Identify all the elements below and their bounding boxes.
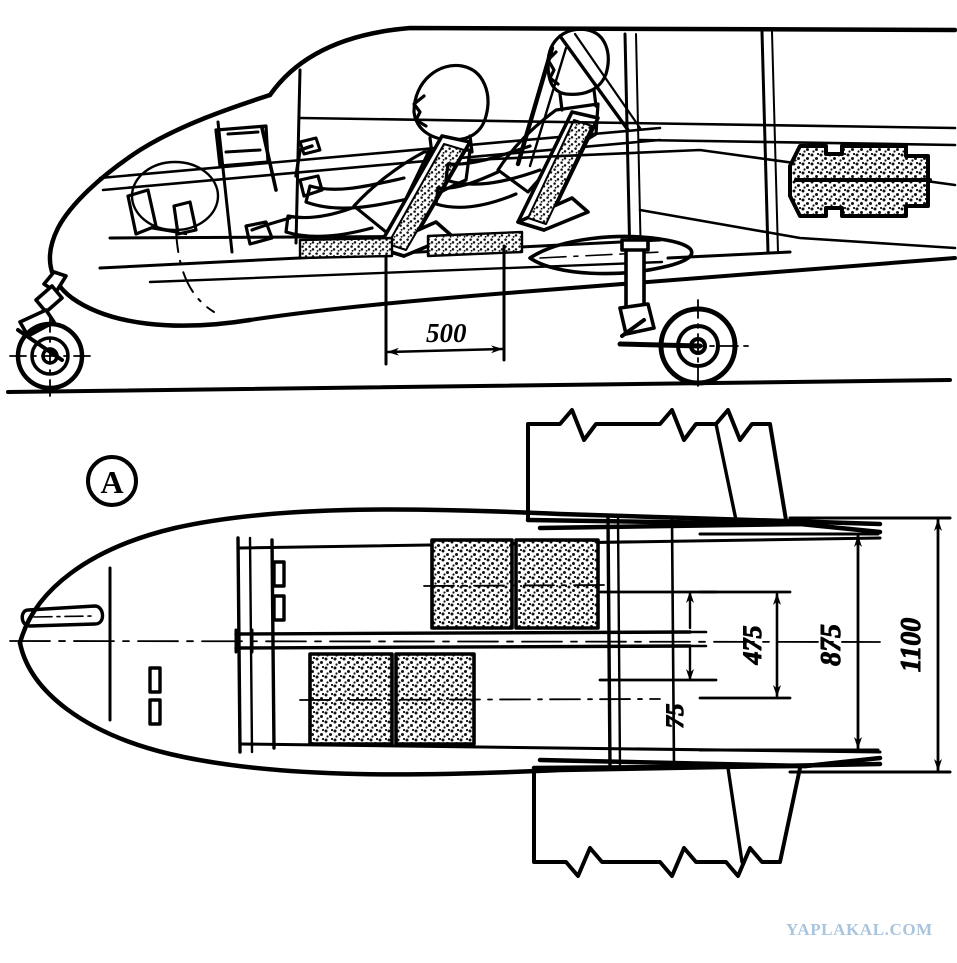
plan-station-4b bbox=[616, 516, 622, 770]
canopy-aft-frame bbox=[558, 34, 630, 132]
pilot-front-hand bbox=[298, 174, 324, 198]
pilot-rear-harness bbox=[515, 45, 555, 167]
dimension-label-500: 500 bbox=[426, 318, 467, 348]
pitot-line bbox=[33, 615, 93, 618]
plan-rail-tie bbox=[234, 628, 254, 654]
cushion-rear-right bbox=[514, 538, 600, 630]
seat-cushions-rear bbox=[423, 538, 607, 630]
wing-stub-upper-rib bbox=[714, 422, 738, 522]
door-slot-3 bbox=[148, 666, 162, 694]
fuselage-upper-outline bbox=[267, 25, 957, 98]
keel-line bbox=[148, 260, 664, 284]
main-gear-knuckle bbox=[618, 302, 656, 336]
dimension-label-875: 875 bbox=[816, 624, 847, 666]
dimension-875 bbox=[698, 532, 880, 752]
control-stick-grip bbox=[298, 136, 322, 156]
pitot-tube bbox=[20, 604, 105, 628]
ground-line bbox=[6, 378, 952, 394]
main-gear-oleo-cap bbox=[620, 238, 650, 252]
door-slot-4 bbox=[148, 698, 162, 726]
frame-station-1 bbox=[623, 32, 632, 264]
wing-stub-upper bbox=[525, 408, 883, 535]
nose-landing-gear bbox=[9, 270, 91, 397]
fuselage-belly-outline bbox=[248, 256, 957, 322]
cushion-rear-left bbox=[430, 538, 514, 630]
dimension-seat-pitch bbox=[384, 244, 506, 366]
instrument-panel-detail-1 bbox=[226, 130, 260, 136]
dimension-1100 bbox=[788, 516, 952, 774]
cushion-front-right bbox=[394, 652, 476, 746]
aft-deck-line bbox=[298, 116, 957, 130]
dimension-75 bbox=[598, 590, 718, 682]
wing-stub-lower-rib bbox=[726, 766, 744, 864]
plan-rail-lower bbox=[234, 644, 692, 650]
pedal-linkage bbox=[148, 226, 188, 236]
seat-rear-cushion-back bbox=[527, 119, 593, 225]
instrument-panel-detail-2 bbox=[224, 148, 262, 154]
control-stick-front bbox=[294, 144, 314, 178]
site-watermark: YAPLAKAL.COM bbox=[786, 920, 933, 939]
panel-post bbox=[260, 126, 278, 192]
plan-station-2 bbox=[236, 536, 242, 754]
dimension-line-500 bbox=[386, 345, 504, 356]
cushion-rear-split-line bbox=[423, 584, 607, 587]
nose-outline bbox=[47, 92, 273, 328]
dimension-label-475: 475 bbox=[738, 626, 767, 666]
rudder-pedal-right bbox=[172, 200, 198, 236]
pilot-rear-harness-2 bbox=[528, 46, 568, 168]
canopy-frame-front bbox=[216, 120, 234, 254]
wing-root-fairing bbox=[528, 234, 694, 276]
pilot-front-helmet bbox=[412, 63, 490, 142]
pilot-front-face bbox=[412, 94, 428, 128]
pilot-front-thigh bbox=[284, 206, 374, 238]
plan-view: 75 475 875 1100 bbox=[9, 408, 952, 878]
seat-front-base-cushion bbox=[298, 236, 394, 260]
main-gear-link-lower bbox=[620, 318, 646, 338]
seat-rear-base-cushion bbox=[426, 230, 524, 258]
pilot-rear-arm bbox=[444, 144, 542, 186]
wing-trailing-edge bbox=[666, 250, 792, 260]
frame-station-1b bbox=[635, 33, 642, 263]
wing-stub-upper-fairing bbox=[537, 521, 883, 535]
tailcone-lower bbox=[638, 208, 957, 250]
pilot-front-boot bbox=[244, 220, 274, 246]
nose-gear-retract-arc bbox=[175, 229, 215, 313]
plan-station-4 bbox=[606, 516, 612, 770]
door-slot-2 bbox=[272, 594, 286, 622]
door-slot-1 bbox=[272, 560, 286, 588]
seat-cushions-front bbox=[299, 652, 661, 746]
callout-a-circle bbox=[86, 455, 138, 507]
plan-outline-upper bbox=[17, 507, 883, 646]
seat-rear bbox=[516, 110, 600, 232]
cushion-front-split-line bbox=[299, 698, 661, 701]
plan-outline-lower bbox=[17, 640, 883, 777]
wing-stub-upper-outline bbox=[526, 408, 788, 522]
pilot-rear-thigh bbox=[434, 170, 518, 209]
callout-a-label: A bbox=[100, 464, 123, 500]
aft-deck-line-2 bbox=[638, 138, 957, 147]
wing-stub-lower-fairing bbox=[537, 755, 883, 769]
pilot-front bbox=[244, 63, 490, 246]
wing-stub-lower-outline bbox=[532, 766, 802, 878]
detail-callout-a: A bbox=[86, 455, 138, 507]
wing-stub-lower bbox=[531, 755, 883, 878]
plan-centerline bbox=[9, 640, 881, 643]
rudder-pedal-left bbox=[126, 188, 158, 236]
canopy-aft-frame-2 bbox=[573, 32, 642, 130]
dimension-label-75: 75 bbox=[662, 704, 689, 729]
pilot-rear-helmet bbox=[546, 27, 610, 96]
dimension-475 bbox=[698, 590, 792, 700]
seat-front-cushion-back bbox=[387, 143, 465, 251]
plan-station-5 bbox=[670, 518, 676, 768]
side-elevation-view bbox=[6, 25, 957, 397]
nose-gear-leg bbox=[34, 284, 64, 314]
dimension-label-1100: 1100 bbox=[896, 618, 927, 672]
pilot-front-arm bbox=[304, 176, 414, 210]
pilot-front-shin bbox=[250, 216, 292, 232]
main-gear-oleo bbox=[624, 244, 646, 312]
main-landing-gear bbox=[617, 238, 749, 393]
plan-rail-upper bbox=[234, 630, 692, 636]
